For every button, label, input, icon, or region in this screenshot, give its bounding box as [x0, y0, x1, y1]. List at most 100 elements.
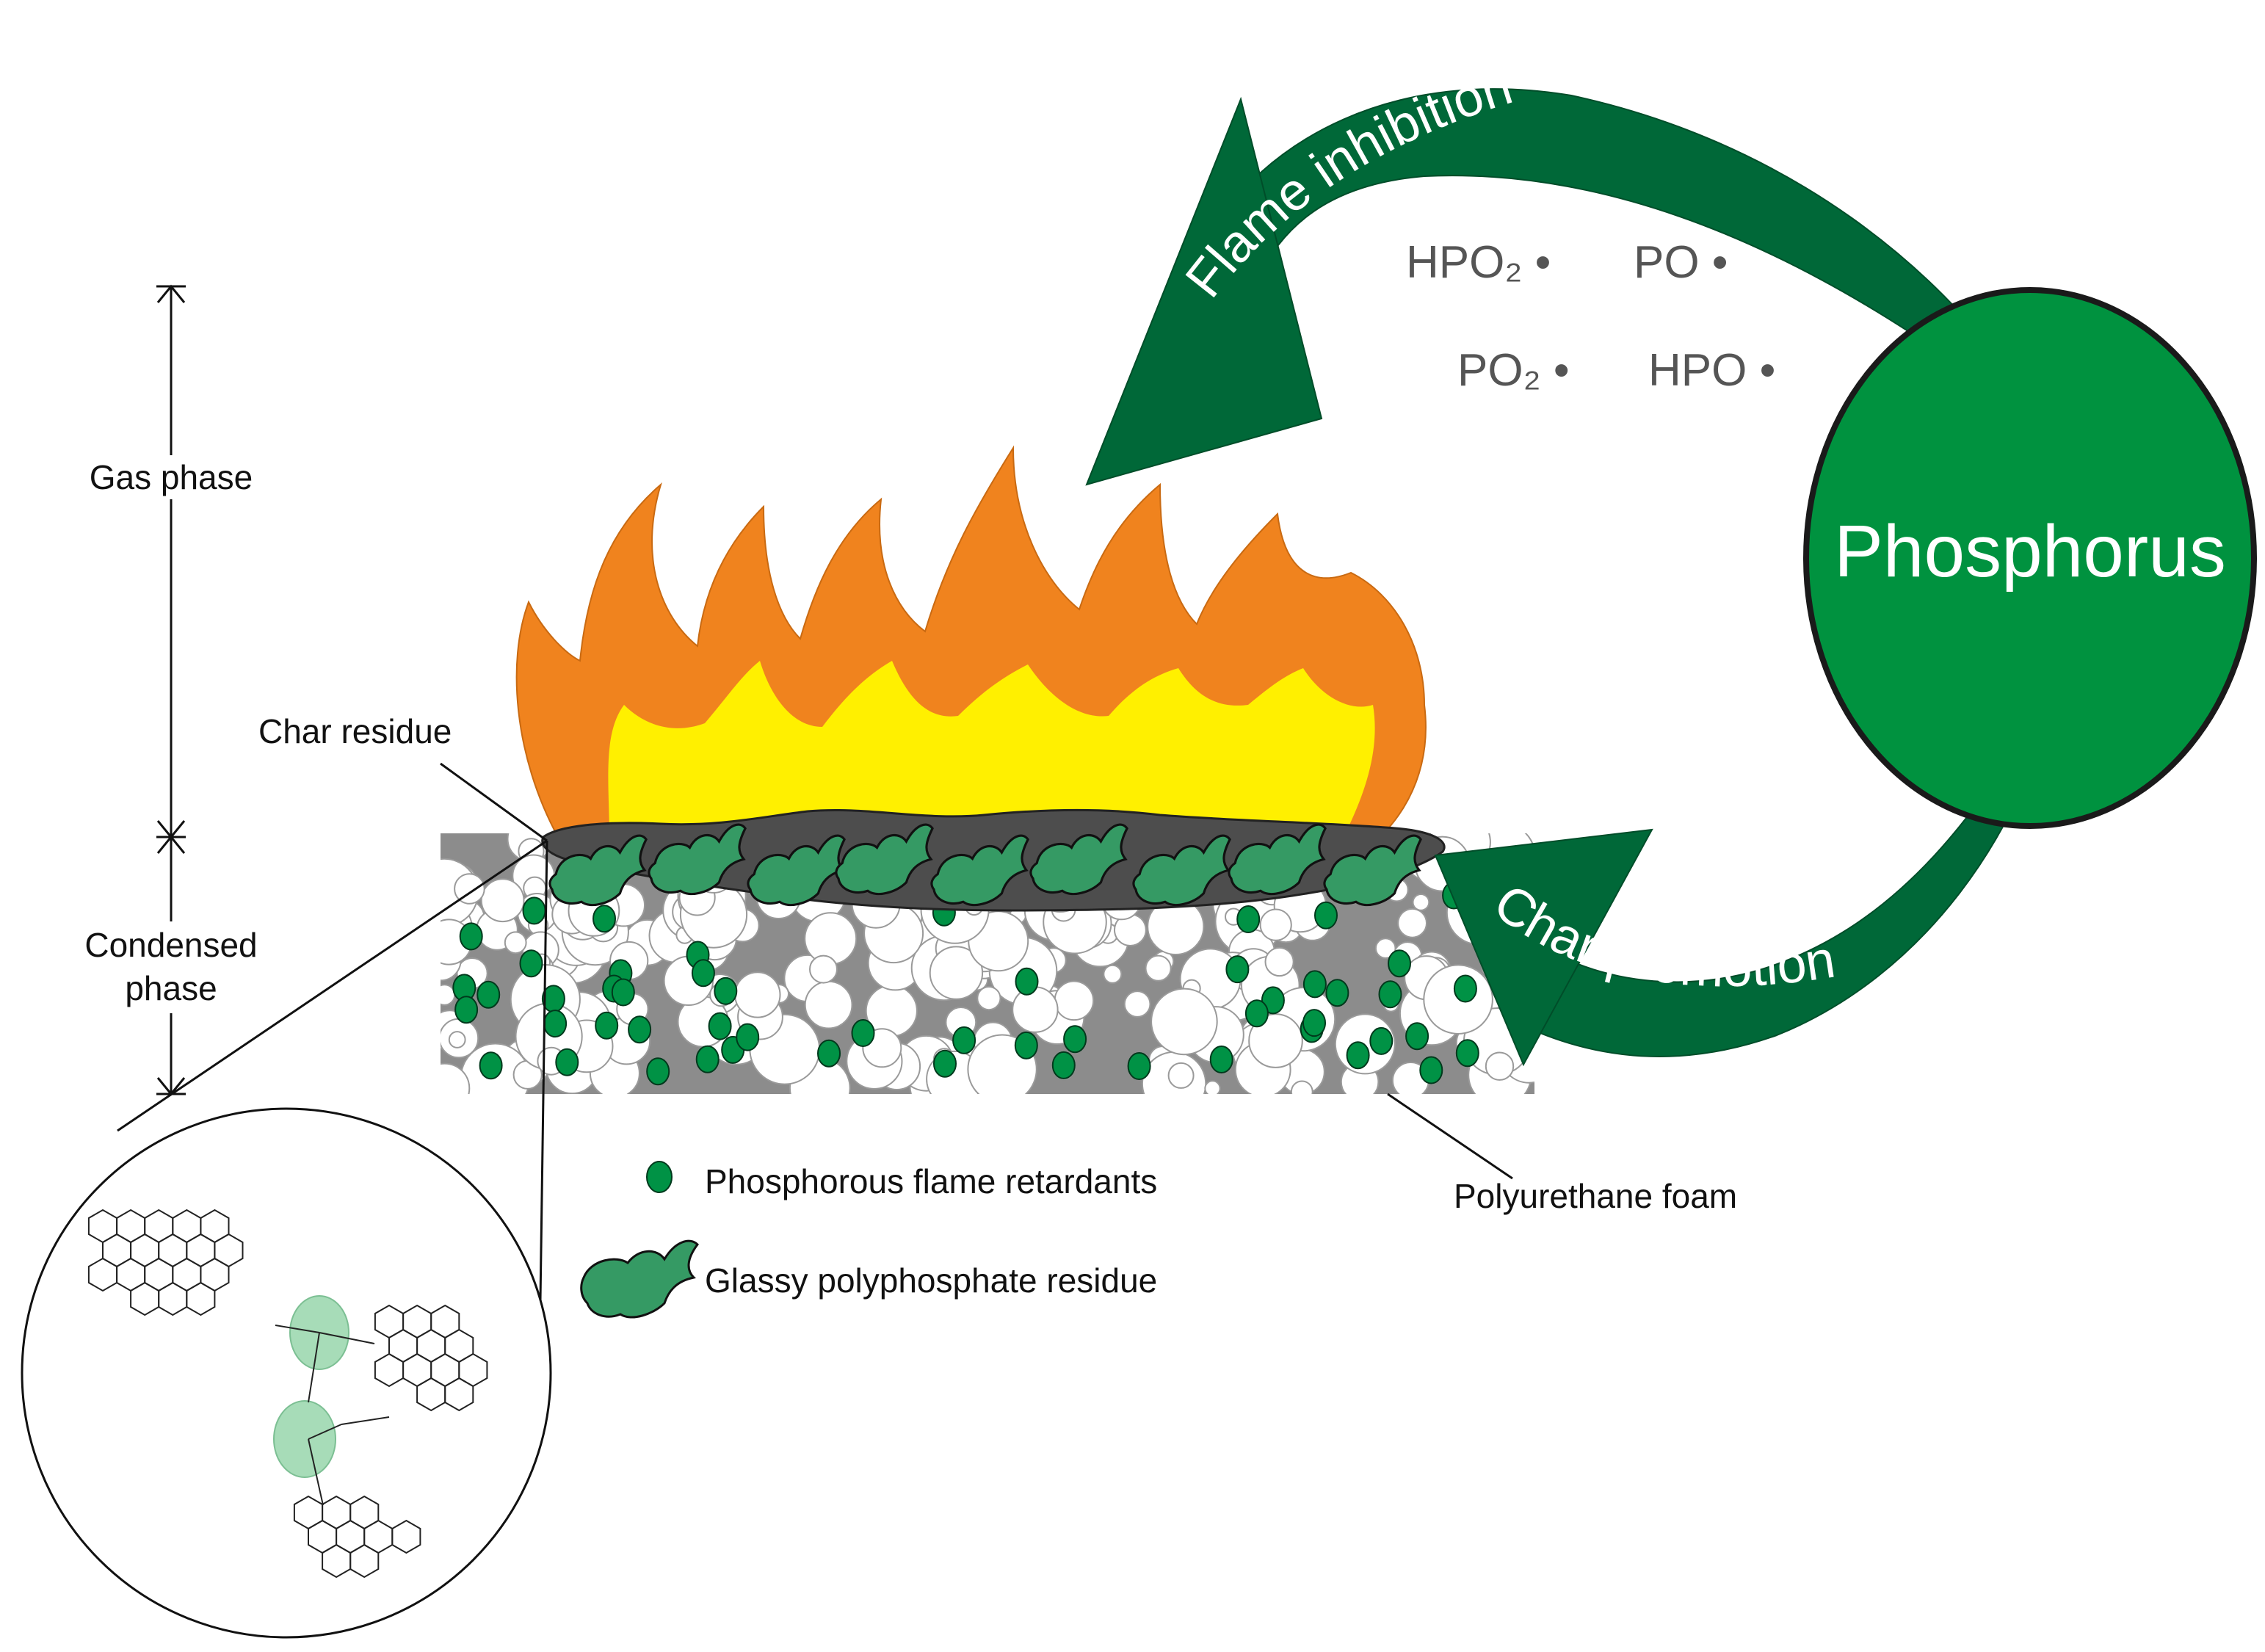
char-promotion-arrowhead — [1434, 828, 1653, 1067]
glassy-residue-piece — [835, 823, 934, 895]
molecule-ring — [349, 1543, 380, 1579]
flame-retardant-droplet — [543, 1010, 568, 1038]
flame-retardant-droplet — [851, 1019, 875, 1047]
glassy-residue-piece — [548, 834, 648, 906]
flame-retardant-droplet — [708, 1012, 732, 1040]
gas-phase-label: Gas phase — [90, 458, 253, 496]
flame-retardant-droplet — [1244, 999, 1269, 1028]
flame-retardant-droplet — [459, 922, 483, 951]
flame-retardant-droplet — [592, 905, 616, 933]
foam-bubble — [734, 971, 781, 1018]
condensed-phase-label-line2: phase — [125, 969, 217, 1007]
gas-label-bg — [70, 455, 275, 499]
foam-bubble — [448, 1031, 466, 1048]
flame-inner — [608, 661, 1375, 837]
molecule-bond — [308, 1424, 342, 1440]
foam-bubble — [1145, 954, 1172, 982]
foam-bubble — [480, 878, 525, 923]
foam-bubble — [1123, 990, 1151, 1018]
foam-bubble — [1103, 964, 1123, 984]
flame-retardant-droplet — [1419, 1056, 1443, 1084]
radical-hpo2: HPO₂ • — [1406, 237, 1551, 288]
condensed-label-bg — [66, 921, 279, 1013]
flame-retardant-droplet — [476, 980, 501, 1009]
flame-retardant-droplet — [1236, 905, 1261, 933]
foam-bubble — [441, 984, 456, 1006]
zoom-lines — [117, 839, 548, 1352]
foam-bubble — [1054, 980, 1095, 1021]
flame-retardant-droplet — [691, 959, 715, 988]
char-molecular-structure — [87, 1209, 488, 1579]
glassy-residue-piece — [930, 834, 1029, 906]
radical-hpo: HPO • — [1648, 345, 1775, 396]
flame-retardant-droplet — [1302, 970, 1327, 999]
legend-droplet-icon — [646, 1161, 673, 1193]
foam-bubble — [441, 1062, 471, 1094]
flame-retardant-droplet — [479, 1051, 503, 1080]
polyurethane-foam-label: Polyurethane foam — [1454, 1177, 1737, 1215]
foam-bubble — [804, 912, 858, 966]
foam-bubble — [1374, 938, 1396, 959]
flame-retardant-droplet — [1209, 1046, 1233, 1073]
char-residue-label: Char residue — [258, 712, 452, 750]
legend-glassy-label: Glassy polyphosphate residue — [705, 1261, 1157, 1300]
flame-retardant-droplet — [1302, 1009, 1326, 1037]
flame-retardant-droplet — [1261, 986, 1285, 1015]
flame-retardant-droplet — [1051, 1051, 1076, 1079]
glassy-residue-piece — [1323, 834, 1422, 906]
flame-retardant-droplet — [1063, 1025, 1087, 1054]
flame-retardant-droplet — [1127, 1052, 1151, 1080]
radical-po2: PO₂ • — [1457, 345, 1570, 396]
flame-retardant-droplet — [628, 1015, 652, 1044]
flame-retardant-droplet — [1225, 955, 1250, 984]
foam-bubble — [1204, 1080, 1221, 1094]
flame-retardant-droplet — [1014, 1031, 1038, 1059]
foam-bubble — [1485, 1051, 1515, 1081]
flame-retardant-droplet — [555, 1048, 579, 1076]
radical-po: PO • — [1634, 237, 1728, 288]
foam-bubble — [1412, 894, 1430, 911]
flame-retardant-droplet — [1405, 1022, 1429, 1051]
molecule-bond — [308, 1438, 324, 1506]
foam-bubble — [1290, 1080, 1313, 1094]
flame-retardant-droplet — [1015, 967, 1039, 996]
flame-retardant-droplet — [714, 977, 738, 1005]
foam-bubble — [1012, 986, 1059, 1033]
flame-retardant-droplet — [522, 896, 546, 925]
molecule-bond — [341, 1416, 390, 1425]
foam-bubble — [1150, 988, 1218, 1056]
flame-retardant-droplet — [1369, 1026, 1394, 1055]
flame-retardant-droplet — [595, 1011, 619, 1040]
foam-bubble — [504, 931, 527, 954]
legend-glassy-icon — [580, 1239, 699, 1319]
flame-retardant-droplet — [695, 1045, 720, 1073]
foam-bubble — [1264, 946, 1294, 977]
molecule-bond — [319, 1332, 375, 1344]
flame-retardant-droplet — [1388, 949, 1411, 978]
flame-retardant-droplet — [952, 1026, 976, 1054]
glassy-residue-pieces — [548, 823, 1422, 906]
phosphate-highlight-2 — [273, 1400, 336, 1478]
flame-retardant-droplet — [736, 1023, 760, 1051]
phosphorus-label: Phosphorus — [1834, 510, 2226, 593]
flame-inhibition-arrowhead — [1085, 96, 1323, 486]
flame-retardant-droplet — [1455, 1039, 1479, 1068]
foam-bubble — [1397, 907, 1427, 938]
flame-retardant-droplet — [611, 978, 635, 1007]
foam-bubble — [976, 986, 1001, 1011]
polyurethane-foam-pointer — [1387, 1093, 1513, 1180]
condensed-phase-label-line1: Condensed — [84, 926, 257, 964]
flame-retardant-droplet — [1453, 974, 1477, 1003]
molecule-ring — [444, 1377, 474, 1412]
foam-bubble — [1259, 908, 1292, 941]
flame-retardant-droplet — [817, 1039, 841, 1068]
foam-bubble — [1248, 1013, 1303, 1068]
molecule-ring — [186, 1281, 216, 1316]
char-residue-pointer — [440, 762, 548, 842]
molecule-bond — [275, 1325, 320, 1333]
foam-bubble — [454, 873, 485, 905]
foam-bubble — [809, 954, 838, 984]
flame-retardant-droplet — [1378, 980, 1402, 1009]
zoom-circle — [21, 1107, 552, 1639]
